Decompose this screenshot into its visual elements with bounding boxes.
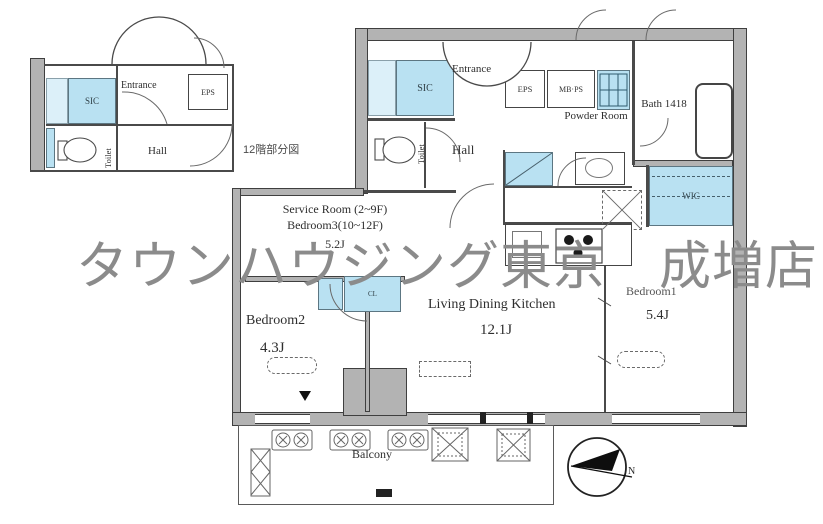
powder-room-label: Powder Room — [564, 110, 628, 122]
window — [612, 414, 700, 424]
wall-line — [30, 170, 234, 172]
inset-caption: 12階部分図 — [243, 144, 300, 156]
compass-icon — [567, 437, 633, 497]
ldk-label: Living Dining Kitchen — [428, 297, 556, 312]
wall-line — [424, 122, 426, 188]
pillar — [343, 368, 407, 416]
window — [255, 414, 310, 424]
bath-label: Bath 1418 — [641, 98, 687, 110]
mb-ps-shaft: MB·PS — [547, 70, 595, 108]
door-arc — [189, 123, 233, 167]
wic-hanger-rail — [652, 176, 730, 177]
inset-eps-shaft: EPS — [188, 74, 228, 110]
wall-segment — [355, 28, 368, 194]
bathtub — [695, 83, 733, 159]
door-arc — [121, 91, 168, 125]
washer-unit — [597, 70, 630, 110]
service-room-area: 5.2J — [325, 237, 345, 251]
wall-line — [646, 165, 649, 227]
compass-north-label: N — [628, 466, 636, 477]
wall-line — [232, 64, 234, 172]
wall-line — [505, 222, 632, 225]
toilet-bowl — [374, 136, 416, 164]
hall-label: Hall — [452, 142, 475, 157]
service-room-label: Service Room (2~9F) — [282, 202, 388, 216]
toilet-label: Toilet — [416, 144, 426, 164]
door-arc — [111, 16, 207, 65]
door-arc — [449, 183, 495, 229]
bedroom3-label: Bedroom3(10~12F) — [287, 218, 383, 232]
wall-segment — [232, 188, 364, 196]
sliding-partition — [604, 230, 606, 412]
entrance-label: Entrance — [452, 63, 492, 75]
furniture-outline — [267, 357, 317, 374]
wall-line — [503, 150, 505, 225]
wall-segment — [355, 28, 747, 41]
furniture-outline — [419, 361, 471, 377]
inset-window-strip — [46, 128, 55, 168]
eps-shaft: EPS — [505, 70, 545, 108]
toilet-bowl — [57, 137, 97, 163]
kitchen-sink — [512, 231, 542, 258]
sic-room: SIC — [396, 60, 454, 116]
bedroom1-area: 5.4J — [646, 308, 669, 323]
watermark-text: タウンハウジング東京 成増店 — [76, 238, 819, 296]
wall-line — [116, 66, 118, 172]
inset-toilet-label: Toilet — [103, 148, 113, 168]
inset-entry-step — [46, 78, 68, 124]
vanity-sink — [585, 158, 613, 178]
balcony-boundary — [238, 425, 554, 505]
wall-segment — [30, 58, 45, 172]
window-marker — [299, 391, 311, 401]
bedroom2-label: Bedroom2 — [246, 313, 306, 328]
wall-line — [505, 186, 632, 188]
window — [428, 414, 545, 424]
bedroom1-label: Bedroom1 — [626, 284, 677, 298]
door-arc — [639, 117, 669, 147]
entry-step — [368, 60, 396, 116]
washing-machine-space — [505, 152, 553, 186]
wall-line — [44, 64, 234, 66]
wall-line — [364, 190, 456, 193]
wall-segment — [733, 28, 747, 427]
wall-line — [46, 124, 234, 126]
ldk-area: 12.1J — [480, 322, 513, 338]
wall-line — [632, 41, 635, 165]
inset-hall-label: Hall — [148, 145, 167, 157]
inset-sic-room: SIC — [68, 78, 116, 124]
wic-hanger-rail — [652, 196, 730, 197]
bedroom2-area: 4.3J — [260, 340, 285, 356]
inset-entrance-label: Entrance — [121, 80, 157, 91]
furniture-outline — [617, 351, 665, 368]
balcony-label: Balcony — [352, 447, 392, 461]
wall-line — [368, 118, 455, 121]
